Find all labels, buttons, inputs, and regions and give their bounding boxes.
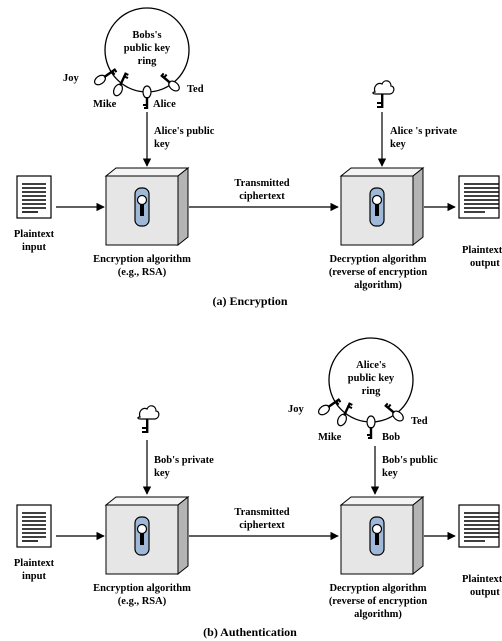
public-key-label-line-2: key — [382, 468, 399, 479]
plaintext-input-doc — [16, 504, 52, 548]
plaintext-output-label-2: output — [470, 587, 500, 598]
private-key-label-line-1: Bob's private — [154, 455, 214, 466]
lock-icon — [369, 187, 385, 227]
ring-name-alice: Alice — [153, 99, 176, 110]
plaintext-input-label-1: Plaintext — [14, 558, 55, 569]
plaintext-output-doc — [458, 504, 500, 548]
ring-name-mike: Mike — [318, 432, 342, 443]
dec-algorithm-label-1: Decryption algorithm — [329, 583, 426, 594]
transmitted-label-1: Transmitted — [234, 178, 289, 189]
dec-algorithm-label-3: algorithm) — [354, 280, 402, 291]
transmitted-label-2: ciphertext — [239, 191, 285, 202]
ring-name-mike: Mike — [93, 99, 117, 110]
ring-name-joy: Joy — [63, 73, 80, 84]
key-icon — [366, 415, 376, 439]
plaintext-output-label-1: Plaintext — [462, 574, 502, 585]
lock-icon — [134, 516, 150, 556]
private-key-label-line-2: key — [154, 468, 171, 479]
plaintext-output-label-2: output — [470, 258, 500, 269]
public-key-label-line-1: Alice's public — [154, 126, 215, 137]
encryption-algorithm-box — [104, 166, 190, 247]
encryption-panel: Bobs's public key ring Joy Mike Ali — [14, 7, 502, 308]
ring-label-line-3: ring — [138, 56, 157, 67]
decryption-algorithm-box — [339, 166, 425, 247]
ring-label-line-1: Bobs's — [132, 30, 161, 41]
key-icon — [93, 68, 118, 86]
decryption-algorithm-box — [339, 495, 425, 576]
ring-name-bob: Bob — [382, 432, 400, 443]
key-icon — [317, 398, 342, 416]
plaintext-input-label-2: input — [22, 242, 46, 253]
private-key-label-line-2: key — [390, 139, 407, 150]
encryption-algorithm-box — [104, 495, 190, 576]
private-key-icon — [372, 80, 395, 108]
dec-algorithm-label-2: (reverse of encryption — [329, 267, 428, 278]
dec-algorithm-label-2: (reverse of encryption — [329, 596, 428, 607]
encryption-caption: (a) Encryption — [213, 294, 288, 308]
private-key-label-line-1: Alice 's private — [390, 126, 457, 137]
key-icon — [160, 72, 180, 92]
ring-name-joy: Joy — [288, 404, 305, 415]
ring-label-line-2: public key — [348, 373, 395, 384]
enc-algorithm-label-2: (e.g., RSA) — [118, 596, 167, 607]
key-icon — [384, 402, 404, 422]
dec-algorithm-label-1: Decryption algorithm — [329, 254, 426, 265]
plaintext-input-label-1: Plaintext — [14, 229, 55, 240]
public-key-ring-a: Bobs's public key ring Joy Mike Ali — [63, 7, 204, 110]
enc-algorithm-label-2: (e.g., RSA) — [118, 267, 167, 278]
lock-icon — [369, 516, 385, 556]
enc-algorithm-label-1: Encryption algorithm — [93, 583, 191, 594]
authentication-panel: Bob's private key Alice's public key rin… — [14, 337, 502, 639]
private-key-icon — [137, 405, 160, 433]
transmitted-label-2: ciphertext — [239, 520, 285, 531]
plaintext-input-label-2: input — [22, 571, 46, 582]
plaintext-output-doc — [458, 175, 500, 219]
plaintext-output-label-1: Plaintext — [462, 245, 502, 256]
ring-name-ted: Ted — [187, 84, 204, 95]
plaintext-input-doc — [16, 175, 52, 219]
lock-icon — [134, 187, 150, 227]
public-key-label-line-2: key — [154, 139, 171, 150]
key-icon — [112, 72, 129, 97]
transmitted-label-1: Transmitted — [234, 507, 289, 518]
dec-algorithm-label-3: algorithm) — [354, 609, 402, 620]
public-key-ring-b: Alice's public key ring Joy Mike Bob — [288, 337, 428, 443]
ring-label-line-3: ring — [362, 386, 381, 397]
ring-label-line-2: public key — [124, 43, 171, 54]
key-icon — [142, 85, 152, 109]
ring-name-ted: Ted — [411, 416, 428, 427]
enc-algorithm-label-1: Encryption algorithm — [93, 254, 191, 265]
authentication-caption: (b) Authentication — [203, 625, 297, 639]
key-icon — [336, 402, 353, 427]
public-key-label-line-1: Bob's public — [382, 455, 438, 466]
ring-label-line-1: Alice's — [356, 360, 386, 371]
